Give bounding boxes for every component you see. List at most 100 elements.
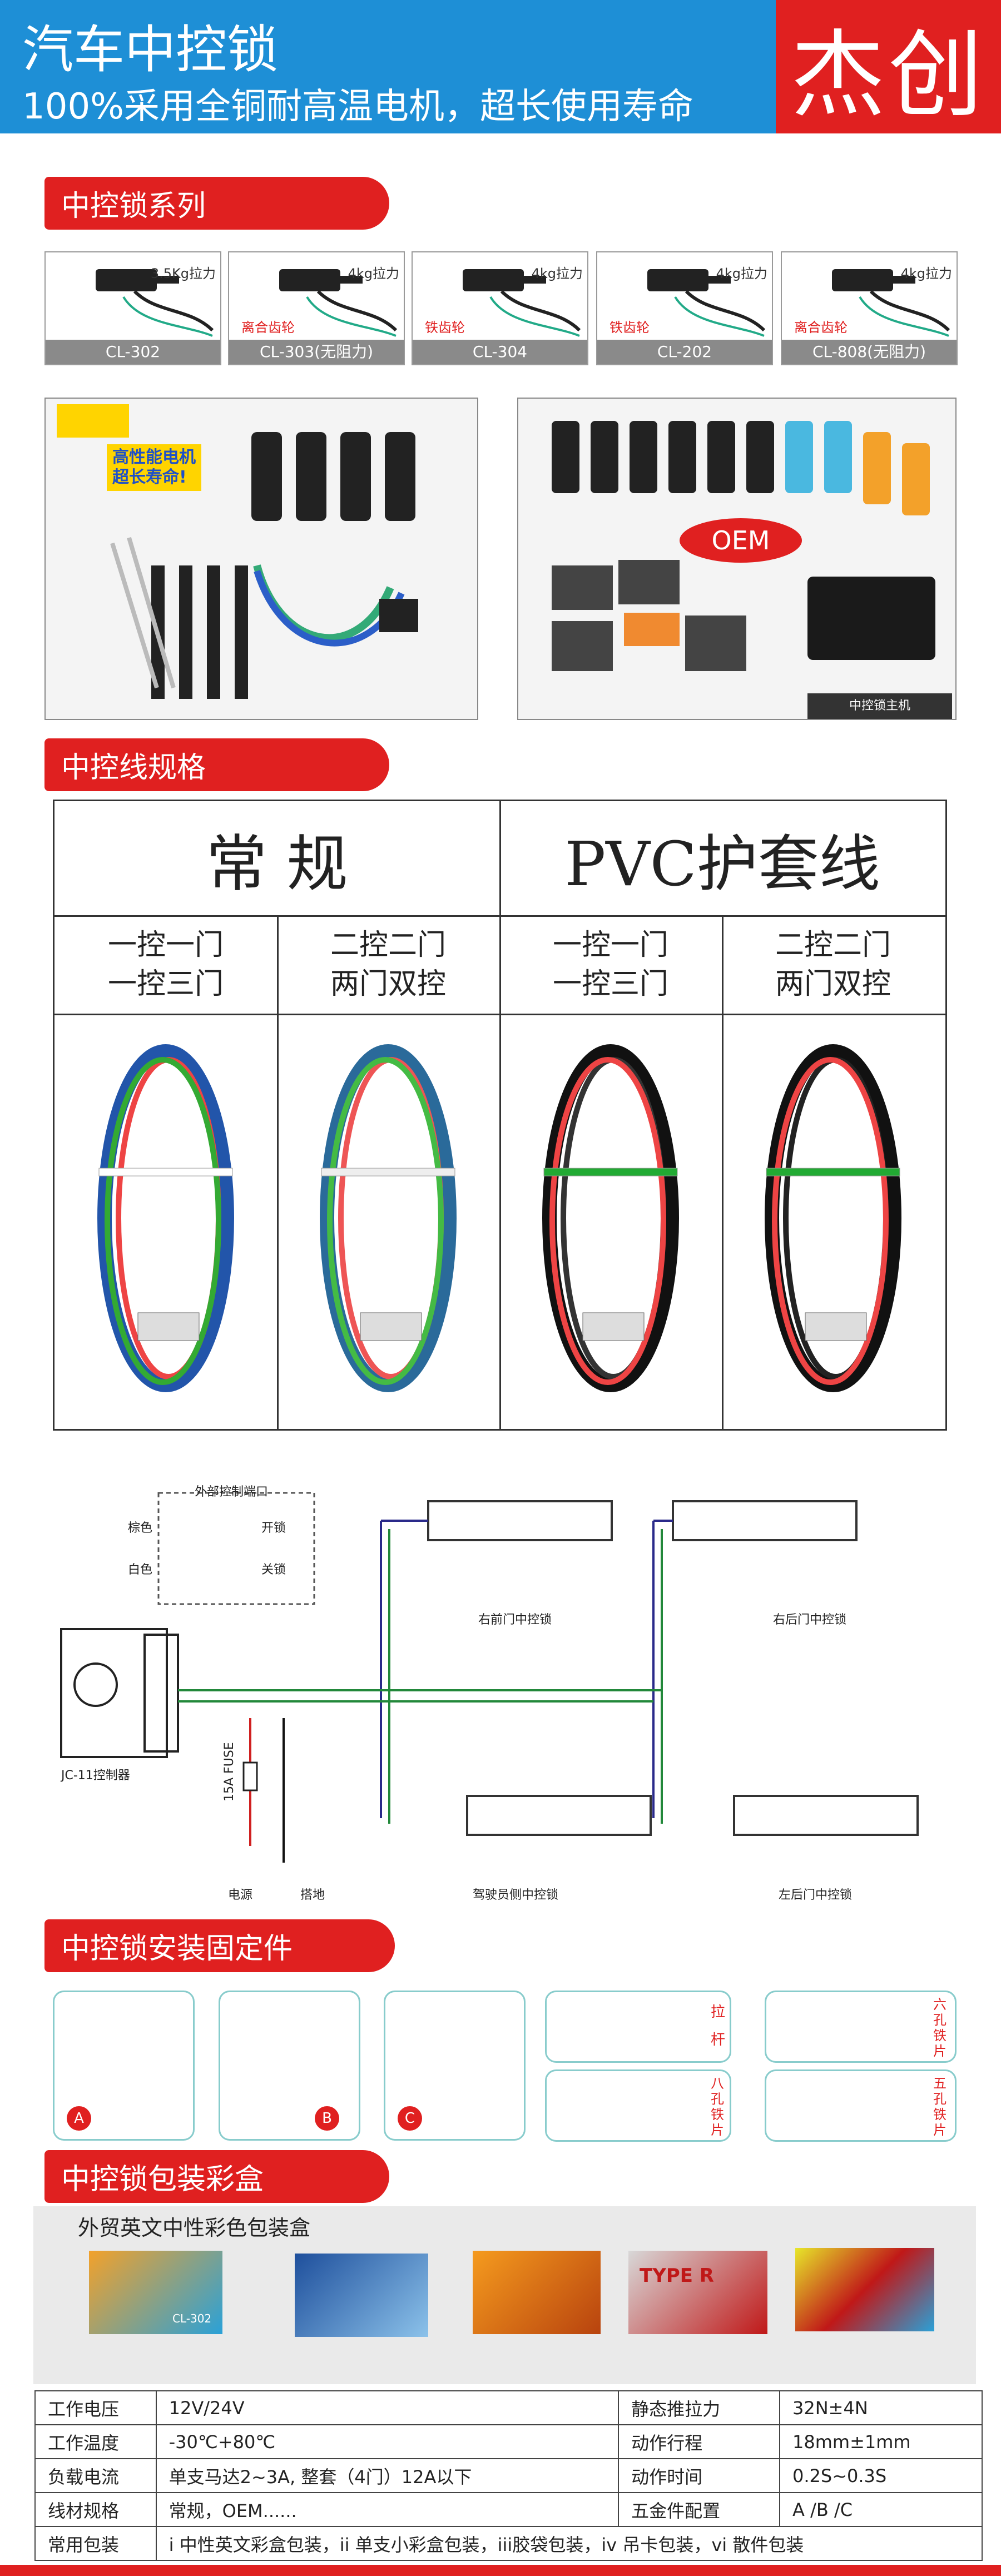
product-pull: 4kg拉力 [531, 266, 583, 281]
fitting-six-hole: 六孔铁片 [765, 1991, 957, 2063]
product-feature: 铁齿轮 [425, 320, 465, 335]
section-title-packaging: 中控锁包装彩盒 [44, 2150, 389, 2203]
box1-model: CL-302 [172, 2312, 212, 2325]
spec-value: 常规，OEM...... [155, 2492, 620, 2527]
product-pull: 3.5Kg拉力 [150, 266, 216, 281]
wire-group-pvc: PVC护套线 [564, 828, 880, 900]
section-title-series: 中控锁系列 [44, 177, 389, 230]
spec-value: 单支马达2~3A, 整套（4门）12A以下 [155, 2458, 620, 2493]
spec-label: 动作行程 [618, 2424, 780, 2459]
packaging-panel: 外贸英文中性彩色包装盒 CL-302 TYPE R [33, 2206, 976, 2384]
product-model: CL-303(无阻力) [229, 340, 404, 364]
spec-label: 五金件配置 [618, 2492, 780, 2527]
actuator-illustration [463, 269, 581, 337]
wire-harness-image [522, 1035, 700, 1413]
spec-label: 静态推拉力 [618, 2390, 780, 2425]
six-hole-label: 六孔铁片 [933, 1997, 947, 2059]
white-label: 白色 [128, 1563, 153, 1577]
package-box-5 [795, 2248, 934, 2331]
fitting-kit-b: B [219, 1991, 360, 2141]
brand-logo: 杰创 [776, 0, 1001, 133]
wire-type-line2: 一控三门 [107, 967, 224, 1001]
spec-value: 0.2S~0.3S [779, 2458, 983, 2493]
host-label: 中控锁主机 [807, 693, 952, 719]
product-model: CL-302 [46, 340, 220, 364]
oem-badge: OEM [680, 518, 802, 563]
spec-value: A /B /C [779, 2492, 983, 2527]
product-card: 3.5Kg拉力 CL-302 [44, 251, 221, 365]
actuator-illustration [96, 269, 214, 337]
fitting-b-badge: B [315, 2106, 339, 2131]
page-subtitle: 100%采用全铜耐高温电机，超长使用寿命 [22, 86, 693, 127]
wire-group-standard: 常 规 [206, 828, 348, 900]
fitting-kit-a: A [53, 1991, 195, 2141]
badge-line-1: 高性能电机 [112, 448, 196, 467]
product-pull: 4kg拉力 [716, 266, 767, 281]
product-model: CL-304 [413, 340, 587, 364]
footer-bar [0, 2565, 1001, 2576]
unlock-label: 开锁 [261, 1521, 286, 1535]
packing-label: 常用包装 [34, 2526, 157, 2561]
rear-right-label: 右后门中控锁 [773, 1613, 847, 1627]
package-box-1: CL-302 [89, 2251, 222, 2334]
spec-label: 线材规格 [34, 2492, 157, 2527]
badge-line-2: 超长寿命! [112, 468, 187, 487]
wire-type-line2: 两门双控 [775, 967, 891, 1001]
lock-label: 关锁 [261, 1563, 286, 1577]
oem-photo: OEM 中控锁主机 [517, 398, 957, 720]
controller-label: JC-11控制器 [61, 1769, 130, 1783]
ext-port-label: 外部控制端口 [195, 1485, 269, 1499]
fitting-kit-c: C [384, 1991, 526, 2141]
wire-harness-image [744, 1035, 922, 1413]
five-hole-label: 五孔铁片 [933, 2076, 947, 2138]
packaging-heading: 外贸英文中性彩色包装盒 [78, 2216, 311, 2240]
fuse-label: 15A FUSE [222, 1742, 236, 1801]
fitting-rods: 拉 杆 [545, 1991, 731, 2063]
wire-type-line2: 两门双控 [330, 967, 446, 1001]
product-pull: 4kg拉力 [900, 266, 952, 281]
package-box-2 [295, 2254, 428, 2337]
spec-label: 负载电流 [34, 2458, 157, 2493]
wire-type-line1: 二控二门 [775, 928, 891, 962]
package-box-4: TYPE R [628, 2251, 767, 2334]
spec-label: 工作温度 [34, 2424, 157, 2459]
spec-value: 32N±4N [779, 2390, 983, 2425]
packing-value: i 中性英文彩盒包装，ii 单支小彩盒包装，iii胶袋包装，iv 吊卡包装，vi… [155, 2526, 983, 2561]
product-feature: 离合齿轮 [794, 320, 848, 335]
product-card: 4kg拉力铁齿轮 CL-304 [412, 251, 588, 365]
fitting-a-badge: A [67, 2106, 91, 2131]
spec-label: 动作时间 [618, 2458, 780, 2493]
oem-illustration [552, 421, 935, 671]
power-label: 电源 [228, 1888, 253, 1902]
wire-type-header: 二控二门两门双控 [722, 915, 944, 1014]
ground-label: 搭地 [300, 1888, 325, 1902]
section-title-fittings: 中控锁安装固定件 [44, 1919, 395, 1972]
wire-type-line2: 一控三门 [552, 967, 668, 1001]
rear-left-label: 左后门中控锁 [779, 1888, 853, 1902]
fitting-eight-hole: 八孔铁片 [545, 2069, 731, 2142]
package-box-3 [473, 2251, 601, 2334]
eight-hole-label: 八孔铁片 [711, 2076, 724, 2138]
wire-type-line1: 一控一门 [107, 928, 224, 962]
wire-type-header: 一控一门一控三门 [499, 915, 722, 1014]
wiring-diagram: 外部控制端口 棕色 白色 开锁 关锁 JC-11控制器 15A FUSE 电源 … [44, 1462, 979, 1902]
product-feature: 铁齿轮 [609, 320, 650, 335]
wire-type-line1: 二控二门 [330, 928, 446, 962]
kit-illustration [57, 404, 418, 699]
spec-value: -30℃+80℃ [155, 2424, 620, 2459]
actuator-illustration [647, 269, 766, 337]
section-title-wire-spec: 中控线规格 [44, 738, 389, 791]
performance-badge: 高性能电机 超长寿命! [107, 444, 201, 491]
product-kit-photo: 高性能电机 超长寿命! [44, 398, 478, 720]
page-title: 汽车中控锁 [22, 20, 279, 80]
wire-type-line1: 一控一门 [552, 928, 668, 962]
wire-spec-table: 常 规 PVC护套线 一控一门一控三门二控二门两门双控一控一门一控三门二控二门两… [53, 800, 947, 1431]
